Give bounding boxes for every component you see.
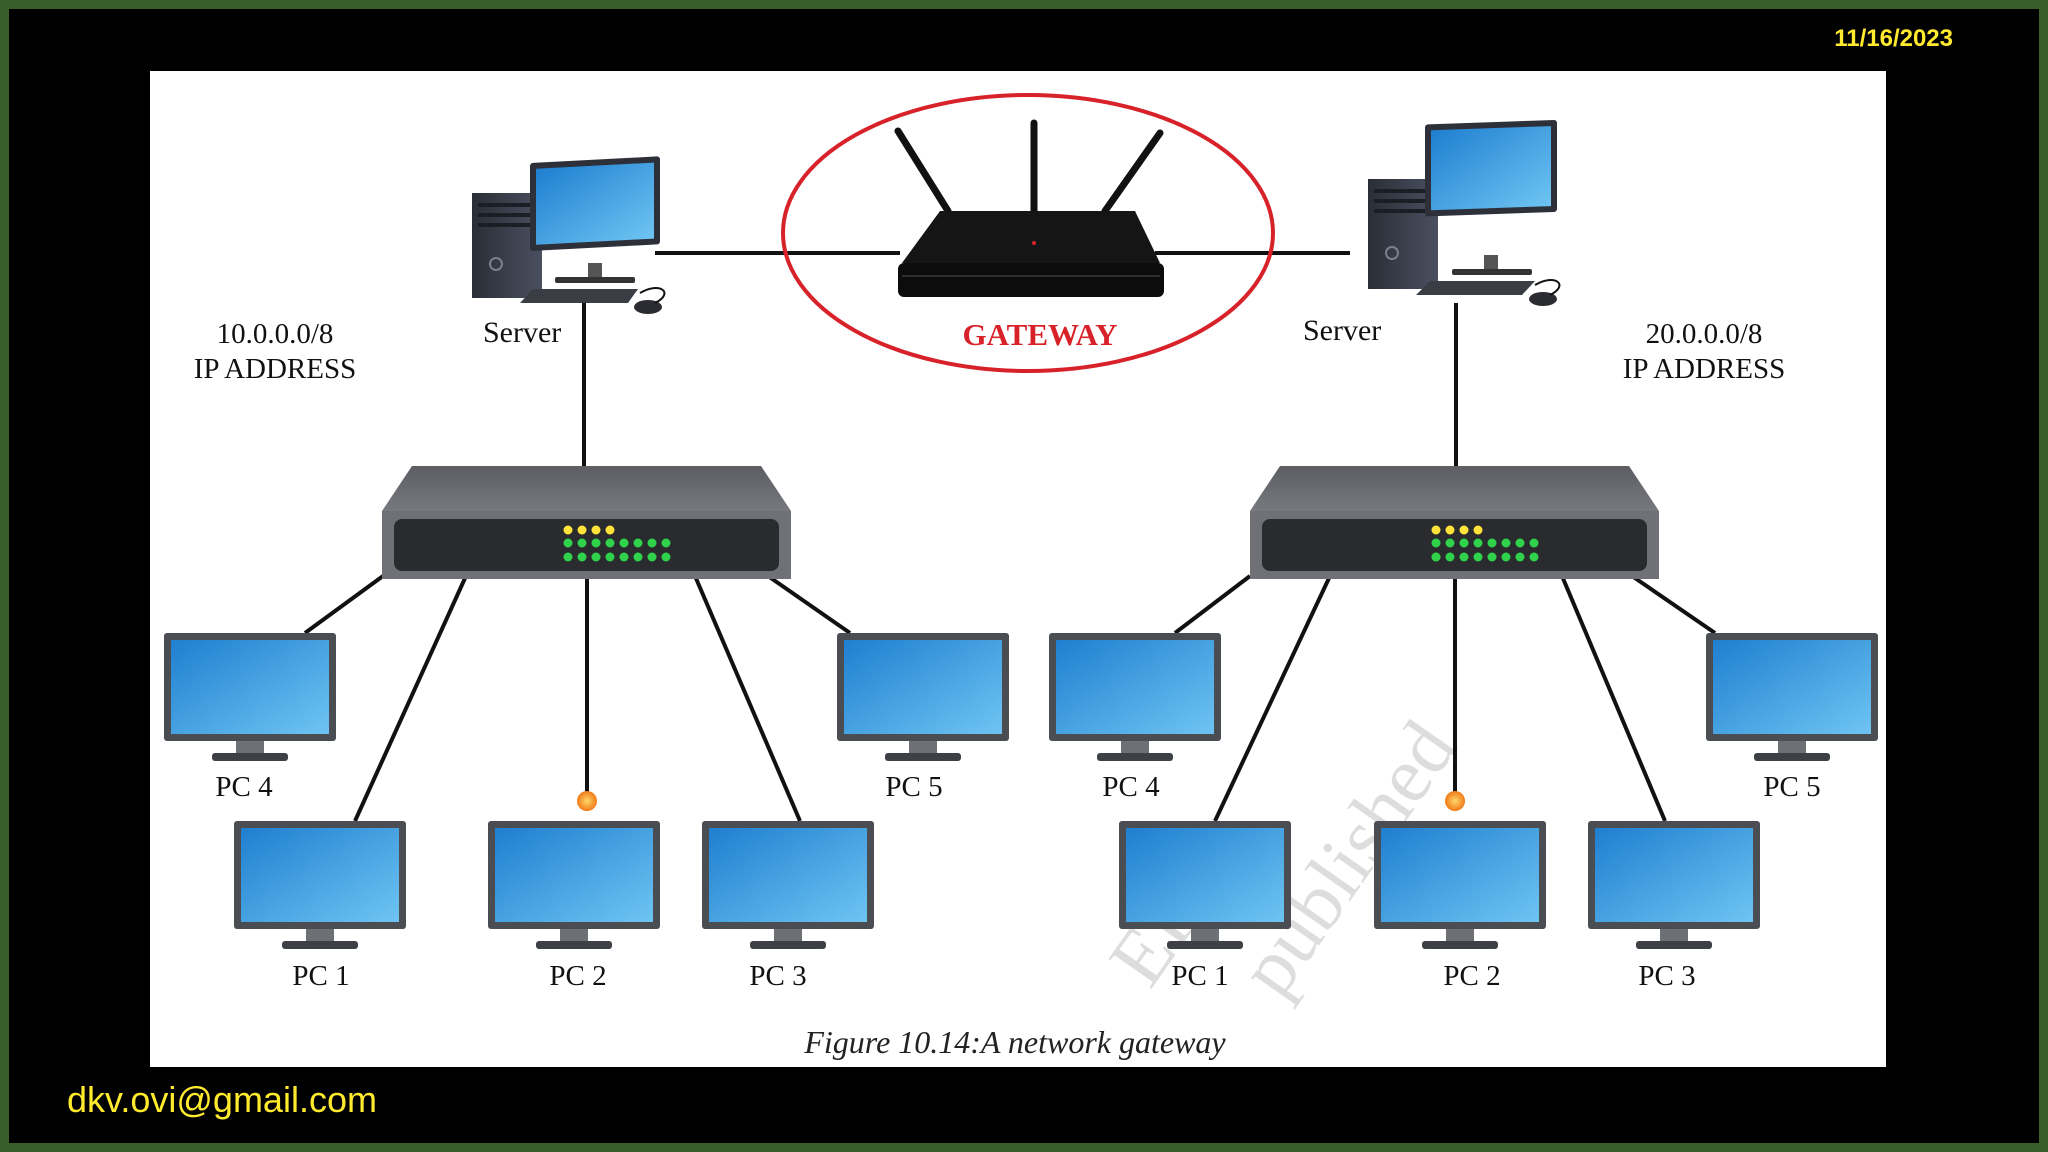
figure-caption: Figure 10.14:A network gateway (803, 1024, 1226, 1060)
left-pc-1: PC 1 (234, 821, 406, 992)
right-junction-dot (1445, 791, 1465, 811)
pc-label: PC 4 (1102, 771, 1160, 803)
left-pc-2: PC 2 (488, 821, 660, 992)
pc-label: PC 3 (749, 960, 806, 992)
pc-label: PC 2 (1443, 960, 1500, 992)
gateway-label: GATEWAY (962, 317, 1117, 352)
right-switch-icon (1250, 466, 1659, 579)
right-ip-address: 20.0.0.0/8 (1646, 318, 1763, 350)
pc-label: PC 3 (1638, 960, 1695, 992)
right-pc-1: PC 1 (1119, 821, 1291, 992)
right-pc-5: PC 5 (1706, 633, 1878, 803)
left-ip-address: 10.0.0.0/8 (217, 318, 334, 350)
connection-lines (303, 251, 1717, 822)
right-pc-3: PC 3 (1588, 821, 1760, 992)
right-ip-label: IP ADDRESS (1623, 353, 1786, 385)
author-email: dkv.ovi@gmail.com (67, 1079, 377, 1120)
left-junction-dot (577, 791, 597, 811)
pc-label: PC 1 (1171, 960, 1228, 992)
left-pc-4: PC 4 (164, 633, 336, 803)
pc-label: PC 5 (885, 771, 942, 803)
left-switch-icon (382, 466, 791, 579)
pc-label: PC 4 (215, 771, 273, 803)
gateway-ring (781, 93, 1275, 373)
pc-label: PC 2 (549, 960, 606, 992)
left-pc-3: PC 3 (702, 821, 874, 992)
pc-label: PC 1 (292, 960, 349, 992)
pc-label: PC 5 (1763, 771, 1820, 803)
left-pc-5: PC 5 (837, 633, 1009, 803)
left-ip-label: IP ADDRESS (194, 353, 357, 385)
left-server-icon: Server (472, 156, 666, 349)
left-server-label: Server (483, 316, 561, 349)
right-pc-2: PC 2 (1374, 821, 1546, 992)
gateway-router-icon: GATEWAY (781, 93, 1275, 373)
network-gateway-diagram: GATEWAY Server (164, 93, 1878, 1060)
right-server-label: Server (1303, 314, 1381, 347)
network-figure: GATEWAY Server (150, 71, 1886, 1067)
right-pc-4: PC 4 (1049, 633, 1221, 803)
slide-date: 11/16/2023 (1834, 25, 1953, 52)
right-server-icon: Server (1303, 119, 1561, 347)
